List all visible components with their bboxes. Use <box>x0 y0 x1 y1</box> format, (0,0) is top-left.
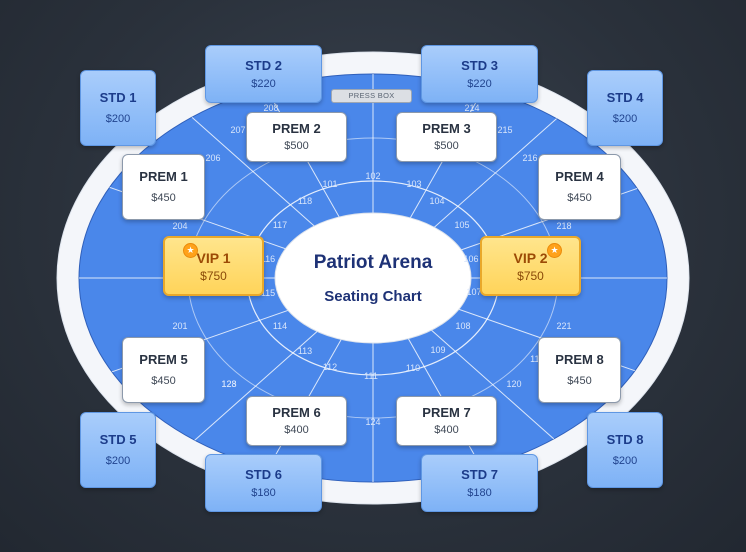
section-number: 104 <box>429 196 444 206</box>
section-name: PREM 2 <box>272 121 321 136</box>
section-price: $500 <box>434 140 459 152</box>
section-name: PREM 8 <box>555 352 604 367</box>
section-vip-1[interactable]: ★ VIP 1 $750 <box>163 236 264 296</box>
section-prem-3[interactable]: PREM 3 $500 <box>396 112 497 162</box>
section-price: $180 <box>251 486 276 499</box>
section-prem-5[interactable]: PREM 5 $450 <box>122 337 205 403</box>
section-name: STD 4 <box>606 90 644 105</box>
section-price: $220 <box>251 77 276 90</box>
section-name: PREM 3 <box>422 121 471 136</box>
section-price: $450 <box>567 192 592 204</box>
section-price: $450 <box>151 192 176 204</box>
section-std-1[interactable]: STD 1 $200 <box>80 70 156 146</box>
section-number: 114 <box>273 321 287 331</box>
section-price: $200 <box>612 113 638 125</box>
section-name: PREM 1 <box>139 169 188 184</box>
section-price: $450 <box>151 375 176 387</box>
section-prem-4[interactable]: PREM 4 $450 <box>538 154 621 220</box>
section-number: 111 <box>530 354 544 364</box>
section-std-3[interactable]: STD 3 $220 <box>421 45 538 103</box>
section-number: 215 <box>497 125 512 135</box>
section-number: 112 <box>323 362 337 372</box>
section-price: $200 <box>612 455 638 467</box>
section-std-6[interactable]: STD 6 $180 <box>205 454 322 512</box>
section-std-2[interactable]: STD 2 $220 <box>205 45 322 103</box>
section-std-8[interactable]: STD 8 $200 <box>587 412 663 488</box>
section-prem-1[interactable]: PREM 1 $450 <box>122 154 205 220</box>
section-name: PREM 5 <box>139 352 188 367</box>
section-number: 103 <box>406 179 421 189</box>
star-icon: ★ <box>547 243 562 258</box>
section-prem-7[interactable]: PREM 7 $400 <box>396 396 497 446</box>
section-std-5[interactable]: STD 5 $200 <box>80 412 156 488</box>
section-number: 117 <box>273 220 287 230</box>
center-stage <box>274 212 472 344</box>
section-number: 214 <box>464 103 479 113</box>
section-number: 107 <box>466 287 481 297</box>
section-name: STD 8 <box>606 432 644 447</box>
section-number: 206 <box>205 153 220 163</box>
section-number: 207 <box>230 125 245 135</box>
section-number: 128 <box>221 379 236 389</box>
section-name: VIP 1 <box>196 249 231 266</box>
section-name: STD 6 <box>245 466 282 482</box>
section-number: 115 <box>261 288 275 298</box>
section-prem-2[interactable]: PREM 2 $500 <box>246 112 347 162</box>
section-std-4[interactable]: STD 4 $200 <box>587 70 663 146</box>
arena-title-block: Patriot Arena Seating Chart <box>275 213 471 343</box>
section-name: PREM 6 <box>272 405 321 420</box>
section-number: 116 <box>261 254 275 264</box>
section-price: $450 <box>567 375 592 387</box>
section-prem-8[interactable]: PREM 8 $450 <box>538 337 621 403</box>
section-price: $200 <box>105 455 131 467</box>
section-std-7[interactable]: STD 7 $180 <box>421 454 538 512</box>
section-price: $400 <box>434 424 459 436</box>
section-price: $750 <box>517 268 544 283</box>
section-number: 204 <box>172 221 187 231</box>
section-number: 123 <box>221 379 236 389</box>
press-box: PRESS BOX <box>331 89 412 103</box>
section-name: STD 3 <box>461 57 498 73</box>
section-number: 216 <box>522 153 537 163</box>
section-number: 113 <box>298 346 312 356</box>
section-name: STD 1 <box>99 90 137 105</box>
arena-subtitle: Seating Chart <box>324 287 422 305</box>
section-number: 111 <box>364 371 378 381</box>
section-number: 108 <box>455 321 470 331</box>
section-number: 208 <box>263 103 278 113</box>
section-price: $750 <box>200 268 227 283</box>
star-icon: ★ <box>183 243 198 258</box>
section-name: VIP 2 <box>513 249 548 266</box>
section-number: 101 <box>322 179 337 189</box>
section-price: $400 <box>284 424 309 436</box>
section-number: 105 <box>454 220 469 230</box>
section-number: 102 <box>365 171 380 181</box>
section-price: $180 <box>467 486 492 499</box>
section-number: 110 <box>406 363 420 373</box>
section-number: 106 <box>463 254 478 264</box>
section-prem-6[interactable]: PREM 6 $400 <box>246 396 347 446</box>
section-number: 124 <box>365 417 380 427</box>
section-number: 201 <box>172 321 187 331</box>
section-number: 218 <box>556 221 571 231</box>
section-name: STD 2 <box>245 57 282 73</box>
section-number: 120 <box>506 379 521 389</box>
section-number-labels: 101 102 103 104 105 106 107 108 109 110 … <box>172 103 571 427</box>
section-price: $200 <box>105 113 131 125</box>
arena-title: Patriot Arena <box>313 251 433 273</box>
section-price: $500 <box>284 140 309 152</box>
section-vip-2[interactable]: ★ VIP 2 $750 <box>480 236 581 296</box>
section-name: STD 5 <box>99 432 137 447</box>
section-number: 221 <box>556 321 571 331</box>
section-name: PREM 4 <box>555 169 604 184</box>
section-number: 118 <box>298 196 312 206</box>
section-name: PREM 7 <box>422 405 471 420</box>
section-name: STD 7 <box>461 466 498 482</box>
section-price: $220 <box>467 77 492 90</box>
section-number: 109 <box>430 345 445 355</box>
